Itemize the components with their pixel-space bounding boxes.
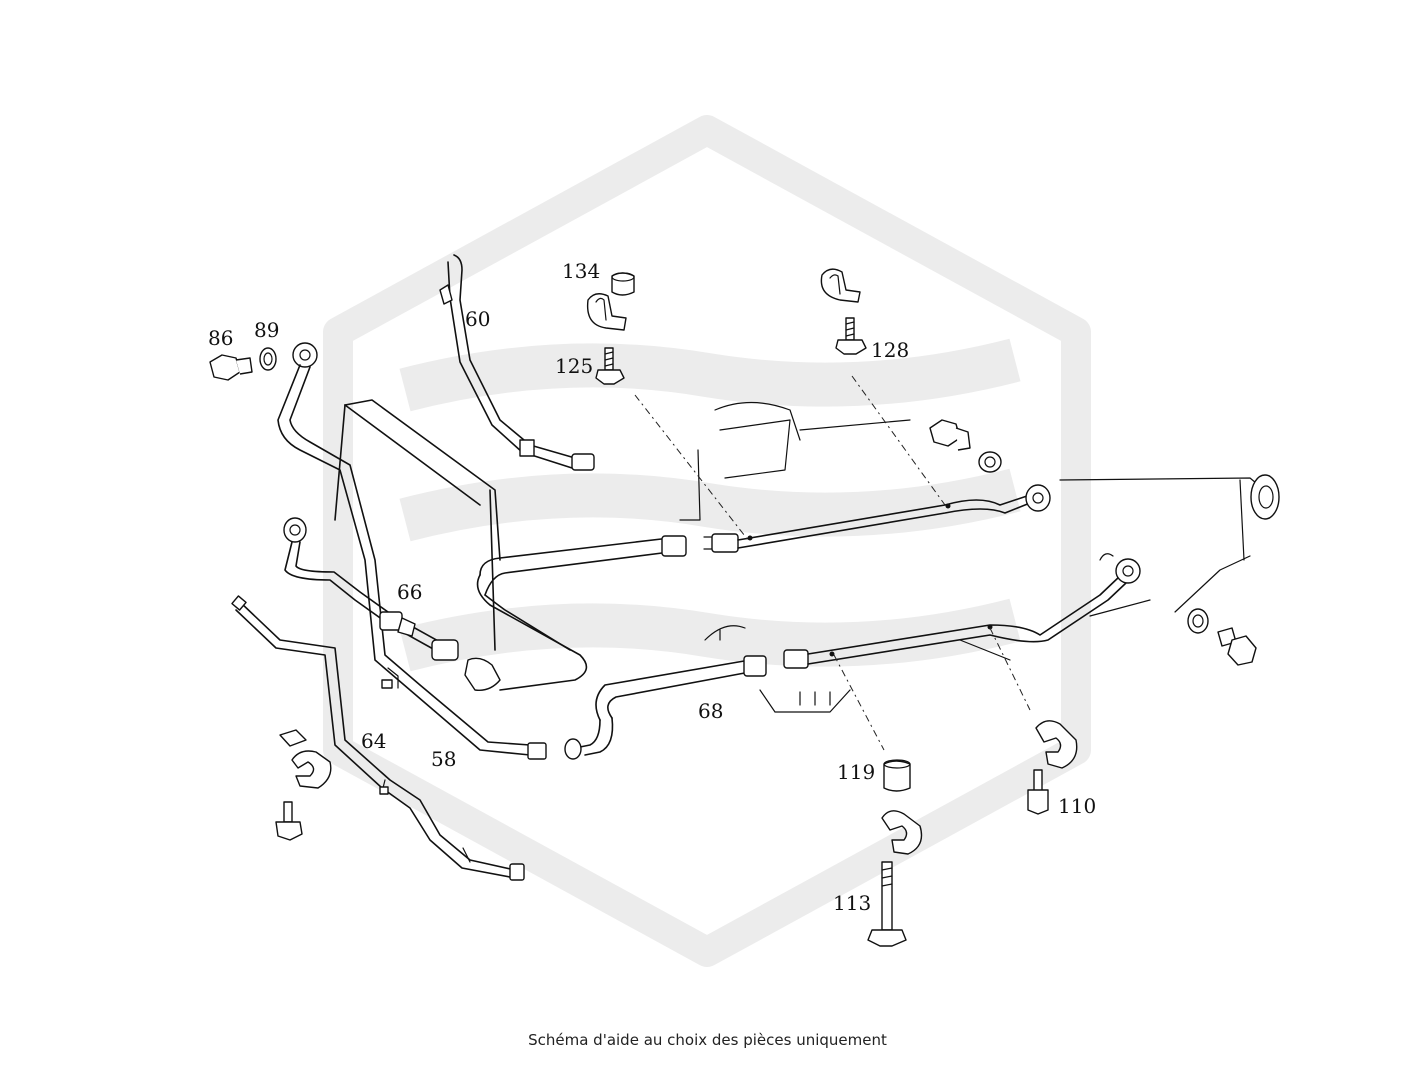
leader-lines [634,375,1031,751]
banjo-bolt-86 [209,354,253,381]
clip-134 [586,272,635,331]
callout-113: 113 [833,891,872,915]
spacer-119 [883,759,911,792]
bolt-125 [595,347,625,385]
callout-128: 128 [871,338,910,362]
clip-113 [881,810,923,855]
bolt-113 [867,861,907,947]
callout-134: 134 [562,259,601,283]
callout-119: 119 [837,760,876,784]
bolt-128 [835,317,867,355]
callout-64: 64 [361,729,387,753]
clip-128-bracket [820,268,861,303]
clip-lower-left [275,729,332,841]
callout-58: 58 [431,747,457,771]
line-64 [231,595,525,881]
clip-110 [1035,720,1078,769]
callout-60: 60 [465,307,491,331]
banjo-bolt-right-upper [929,419,1002,473]
oil-cooler [334,399,501,651]
diagram-caption: Schéma d'aide au choix des pièces unique… [528,1031,887,1049]
line-66 [283,517,501,691]
callout-66: 66 [397,580,423,604]
banjo-bolt-right-lower [1187,608,1257,666]
cooler-line-lower [564,553,1141,760]
line-60 [439,254,595,471]
cooler-line-upper [476,484,1051,691]
washer-89 [259,347,277,371]
callout-110: 110 [1058,794,1097,818]
line-58 [277,342,547,760]
bolt-110 [1027,769,1049,815]
callout-125: 125 [555,354,594,378]
callout-68: 68 [698,699,724,723]
callout-89: 89 [254,318,280,342]
callout-86: 86 [208,326,234,350]
watermark-logo [323,115,1091,967]
transmission-housing [679,401,1280,713]
